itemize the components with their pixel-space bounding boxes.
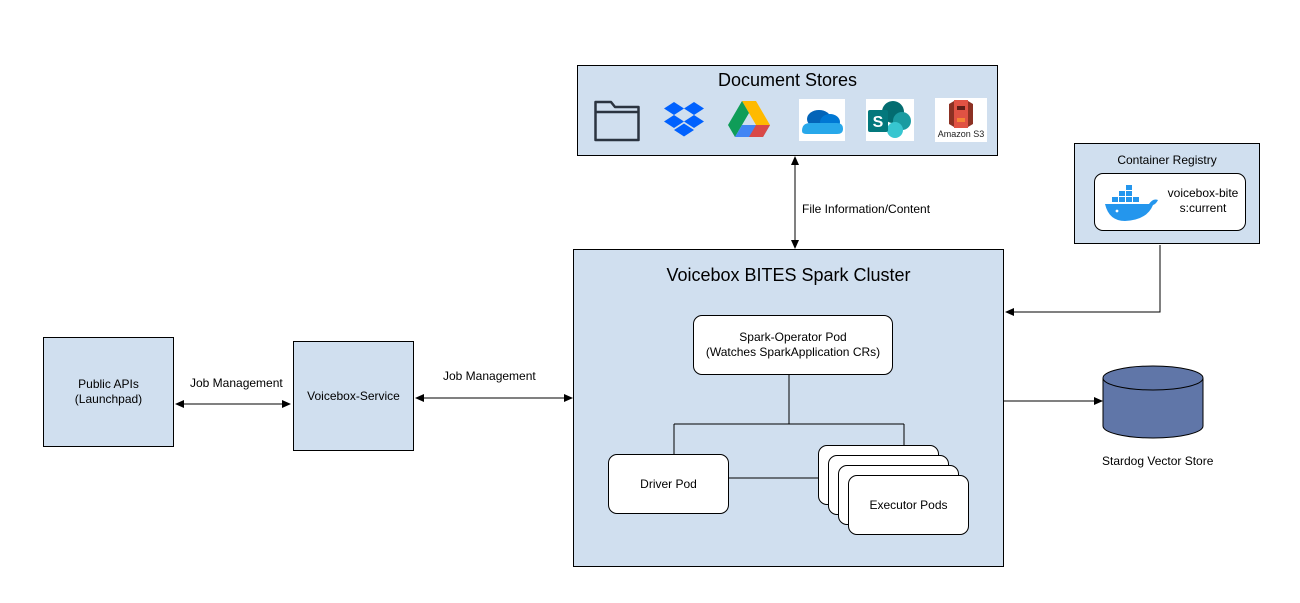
folder-icon xyxy=(594,100,640,142)
sharepoint-icon: S xyxy=(866,99,914,141)
svg-text:S: S xyxy=(873,114,884,131)
spark-cluster-title: Voicebox BITES Spark Cluster xyxy=(666,265,911,285)
container-registry-title: Container Registry xyxy=(1117,153,1217,167)
dropbox-icon xyxy=(664,102,704,137)
vector-store-label: Stardog Vector Store xyxy=(1102,454,1214,468)
executor-pods: Executor Pods xyxy=(848,475,969,535)
amazon-s3-label: Amazon S3 xyxy=(937,129,985,139)
registry-image-card: voicebox-bites:current xyxy=(1094,173,1246,231)
onedrive-icon xyxy=(799,99,845,141)
spark-operator-line1: Spark-Operator Pod xyxy=(739,330,847,344)
google-drive-icon xyxy=(728,101,770,137)
public-apis-line1: Public APIs xyxy=(78,377,139,391)
amazon-s3-icon: Amazon S3 xyxy=(935,98,987,142)
executor-pods-label: Executor Pods xyxy=(869,497,948,512)
vector-store-cylinder xyxy=(1102,365,1204,439)
job-mgmt-left-label: Job Management xyxy=(190,376,283,390)
job-mgmt-right-label: Job Management xyxy=(443,369,536,383)
registry-edge xyxy=(1005,245,1161,316)
voicebox-service-label: Voicebox-Service xyxy=(307,388,400,403)
docker-icon xyxy=(1105,185,1158,221)
document-stores-title: Document Stores xyxy=(717,70,858,90)
spark-operator-pod: Spark-Operator Pod (Watches SparkApplica… xyxy=(693,315,893,375)
public-apis-line2: (Launchpad) xyxy=(74,392,143,406)
container-registry-panel: Container Registry voicebox-bites:curren… xyxy=(1074,143,1260,244)
voicebox-service-box: Voicebox-Service xyxy=(293,341,414,451)
public-apis-box: Public APIs (Launchpad) xyxy=(43,337,174,447)
driver-pod-label: Driver Pod xyxy=(640,476,697,491)
spark-operator-line2: (Watches SparkApplication CRs) xyxy=(705,345,881,359)
document-stores-panel: Document Stores xyxy=(577,65,998,156)
driver-pod: Driver Pod xyxy=(608,454,729,514)
registry-image-label: voicebox-bites:current xyxy=(1167,186,1239,215)
file-info-label: File Information/Content xyxy=(802,202,931,216)
